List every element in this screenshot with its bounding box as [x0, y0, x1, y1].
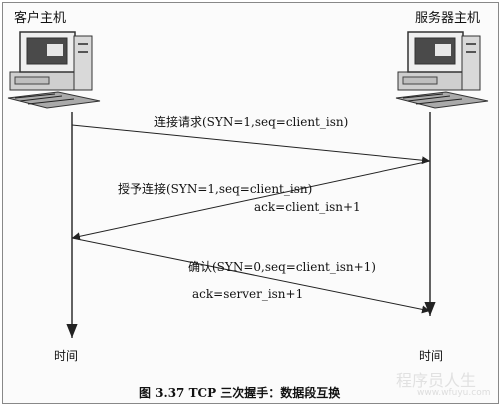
- client-time-label: 时间: [54, 349, 79, 363]
- ack-arrow: [71, 237, 431, 314]
- server-time-label: 时间: [419, 349, 444, 363]
- server-host-label: 服务器主机: [415, 11, 481, 26]
- grant-ack-label: ack=client_isn+1: [254, 200, 361, 214]
- syn-arrow: [71, 124, 431, 165]
- watermark-url: www.wfuyu.com: [417, 388, 491, 398]
- grant-connection-label: 授予连接(SYN=1,seq=client_isn): [118, 182, 313, 196]
- connection-request-label: 连接请求(SYN=1,seq=client_isn): [154, 115, 349, 129]
- figure-caption: 图 3.37 TCP 三次握手：数据段互换: [139, 386, 341, 400]
- watermark: 程序员人生: [396, 371, 477, 390]
- server-computer-icon: [395, 31, 489, 109]
- syn-ack-arrow: [71, 160, 431, 241]
- client-computer-icon: [7, 31, 101, 109]
- confirm-label: 确认(SYN=0,seq=client_isn+1): [188, 260, 376, 274]
- confirm-ack-label: ack=server_isn+1: [192, 287, 304, 301]
- client-host-label: 客户主机: [14, 11, 67, 26]
